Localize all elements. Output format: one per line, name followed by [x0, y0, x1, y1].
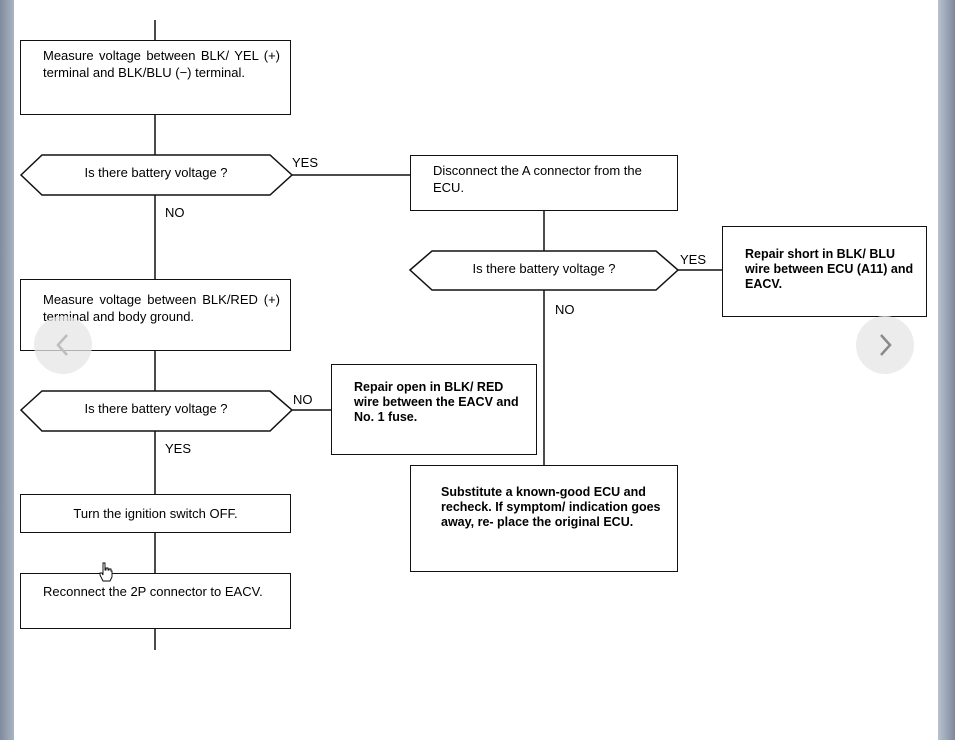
- step-ignition-off: Turn the ignition switch OFF.: [20, 494, 291, 533]
- decision-3-no-label: NO: [293, 392, 313, 407]
- window-frame-left: [0, 0, 14, 740]
- previous-page-button[interactable]: [34, 316, 92, 374]
- chevron-left-icon: [56, 334, 68, 356]
- decision-1-no-label: NO: [165, 205, 185, 220]
- decision-2-label: Is there battery voltage ?: [472, 261, 616, 276]
- decision-2-shape: [408, 250, 680, 291]
- decision-1-label: Is there battery voltage ?: [84, 165, 228, 180]
- step-measure-yel-blu: Measure voltage between BLK/ YEL (+) ter…: [20, 40, 291, 115]
- step-disconnect-connector: Disconnect the A connector from the ECU.: [410, 155, 678, 211]
- flowchart-connectors: [19, 20, 722, 650]
- step-measure-red-ground: Measure voltage between BLK/RED (+) term…: [20, 279, 291, 351]
- decision-3-yes-label: YES: [165, 441, 192, 456]
- decision-3-label: Is there battery voltage ?: [84, 401, 228, 416]
- decision-1-yes-label: YES: [292, 155, 319, 170]
- hand-cursor-icon: [99, 562, 113, 582]
- window-frame-right: [938, 0, 955, 740]
- step-reconnect-connector: Reconnect the 2P connector to EACV.: [20, 573, 291, 629]
- repair-short-box: Repair short in BLK/ BLU wire between EC…: [722, 226, 927, 317]
- document-page: Measure voltage between BLK/ YEL (+) ter…: [14, 0, 938, 740]
- decision-1-shape: [19, 154, 294, 196]
- chevron-right-icon: [880, 334, 892, 356]
- decision-3-shape: [19, 390, 294, 432]
- decision-2-no-label: NO: [555, 302, 575, 317]
- substitute-ecu-box: Substitute a known-good ECU and recheck.…: [410, 465, 678, 572]
- next-page-button[interactable]: [856, 316, 914, 374]
- decision-2-yes-label: YES: [680, 252, 707, 267]
- repair-open-box: Repair open in BLK/ RED wire between the…: [331, 364, 537, 455]
